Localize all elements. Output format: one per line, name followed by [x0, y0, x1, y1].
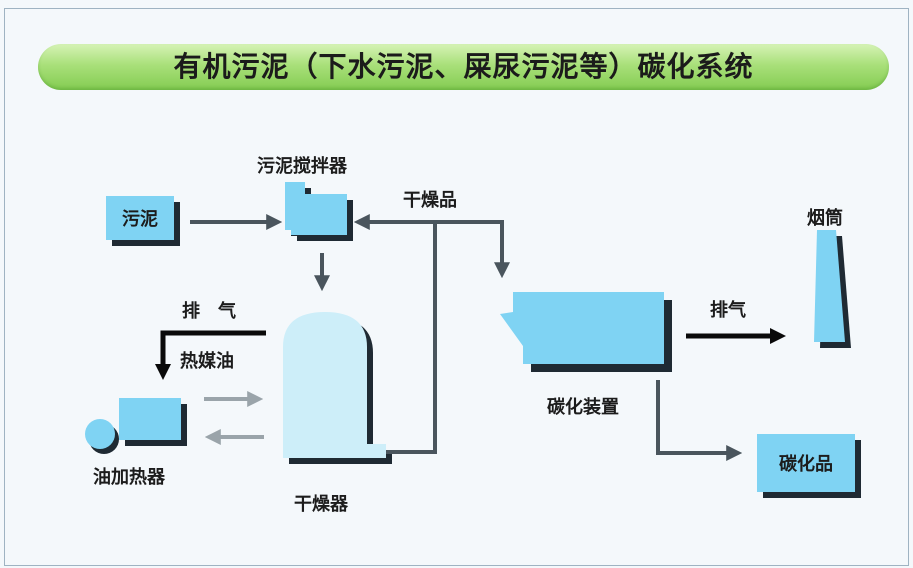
diagram-title: 有机污泥（下水污泥、屎尿污泥等）碳化系统	[173, 50, 754, 83]
carbonizer-icon	[500, 292, 672, 372]
oil-heater-label: 油加热器	[93, 467, 165, 488]
carbide-label: 碳化品	[779, 454, 833, 475]
dryer-label: 干燥器	[294, 494, 348, 515]
dryer-exhaust-arrow	[155, 330, 266, 380]
oil-heater-icon	[85, 398, 187, 454]
sludge-box: 污泥	[106, 196, 174, 240]
heat-medium-oil-label: 热媒油	[180, 351, 234, 372]
carbonizer-label: 碳化装置	[547, 397, 619, 418]
exhaust-left-label: 排 气	[182, 301, 236, 322]
dried-product-label: 干燥品	[403, 190, 457, 211]
chimney-label: 烟筒	[807, 208, 843, 229]
carbonizer-to-carbide-arrow	[656, 380, 743, 461]
dried-product-to-carbonizer-arrow	[435, 220, 510, 279]
title-bar	[38, 44, 889, 90]
dryer-icon	[283, 312, 392, 464]
sludge-mixer-icon	[285, 182, 353, 241]
exhaust-right-label: 排气	[710, 300, 746, 321]
mixer-label: 污泥搅拌器	[257, 156, 347, 177]
sludge-label: 污泥	[122, 209, 158, 230]
dryer-to-mixer-return-arrow	[353, 214, 437, 454]
chimney-icon	[814, 230, 851, 348]
carbide-box: 碳化品	[757, 434, 855, 492]
